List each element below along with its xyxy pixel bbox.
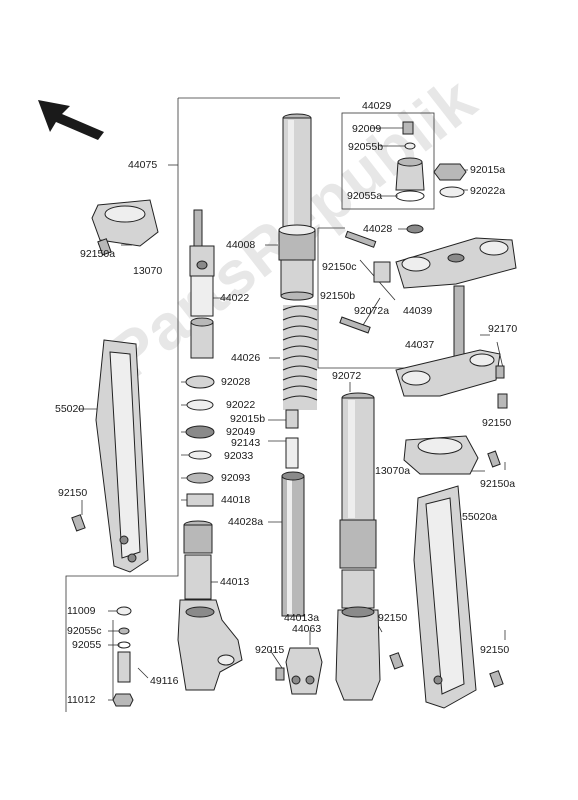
label-92150c: 92150c — [322, 261, 357, 273]
upper-triple-clamp-44039 — [344, 230, 517, 289]
label-92143: 92143 — [231, 437, 261, 449]
label-92150-l: 92150 — [58, 487, 88, 499]
label-92150-br: 92150 — [480, 644, 510, 656]
label-92015a: 92015a — [470, 164, 506, 176]
label-92055a: 92055a — [347, 190, 383, 202]
fork-guard-55020a — [389, 485, 504, 709]
label-92150-r1: 92150 — [482, 417, 512, 429]
label-92055: 92055 — [72, 639, 102, 651]
label-92072: 92072 — [332, 370, 362, 382]
label-13070: 13070 — [133, 265, 163, 277]
label-92055c: 92055c — [67, 625, 102, 637]
label-92033: 92033 — [224, 450, 254, 462]
label-92055b: 92055b — [348, 141, 384, 153]
label-55020: 55020 — [55, 403, 85, 415]
label-55020a: 55020a — [462, 511, 498, 523]
lower-triple-clamp-44037 — [339, 285, 508, 409]
fork-guard-clamp-13070a — [403, 435, 501, 475]
label-44013a: 44013a — [284, 612, 320, 624]
label-44018: 44018 — [221, 494, 251, 506]
label-92028: 92028 — [221, 376, 251, 388]
label-92150b: 92150b — [320, 290, 356, 302]
label-44028a: 44028a — [228, 516, 264, 528]
axle-clamp-44063 — [285, 647, 323, 695]
stem-nut-92015a — [433, 163, 467, 198]
label-92150a-top: 92150a — [80, 248, 116, 260]
label-92049: 92049 — [226, 426, 256, 438]
label-44075: 44075 — [128, 159, 158, 171]
label-49116: 49116 — [150, 675, 179, 687]
cylinder-44022 — [189, 209, 215, 359]
fork-tube-upper-44008 — [278, 113, 316, 301]
fork-spring-44026 — [282, 305, 318, 410]
label-92009: 92009 — [352, 123, 382, 135]
label-92015b: 92015b — [230, 413, 266, 425]
label-44028: 44028 — [363, 223, 393, 235]
outer-tube-44013a — [335, 392, 381, 701]
label-44026: 44026 — [231, 352, 261, 364]
label-92022: 92022 — [226, 399, 256, 411]
label-92150-bm: 92150 — [378, 612, 408, 624]
label-11009: 11009 — [67, 605, 96, 617]
label-11012: 11012 — [67, 694, 96, 706]
label-44063: 44063 — [292, 623, 322, 635]
assembly-boundary-lines — [65, 97, 500, 712]
arrow-up-left-icon — [38, 100, 104, 140]
label-92170: 92170 — [488, 323, 518, 335]
label-92093: 92093 — [221, 472, 251, 484]
seal-stack-left — [185, 375, 215, 507]
label-44037: 44037 — [405, 339, 435, 351]
fork-cap-44029 — [395, 121, 425, 234]
label-92022a: 92022a — [470, 185, 506, 197]
label-92072a: 92072a — [354, 305, 390, 317]
label-44039: 44039 — [403, 305, 433, 317]
label-44022: 44022 — [220, 292, 250, 304]
label-44008: 44008 — [226, 239, 256, 251]
label-44029: 44029 — [362, 100, 392, 112]
label-92150a-r: 92150a — [480, 478, 516, 490]
fork-guard-55020 — [71, 339, 149, 573]
fork-guard-clamp-44075 — [91, 199, 159, 256]
outer-tube-44013 — [177, 520, 243, 691]
label-92015: 92015 — [255, 644, 285, 656]
label-44013: 44013 — [220, 576, 250, 588]
adjuster-parts-49116 — [112, 606, 285, 707]
spring-guide-44028a — [281, 409, 305, 617]
label-13070a: 13070a — [375, 465, 411, 477]
